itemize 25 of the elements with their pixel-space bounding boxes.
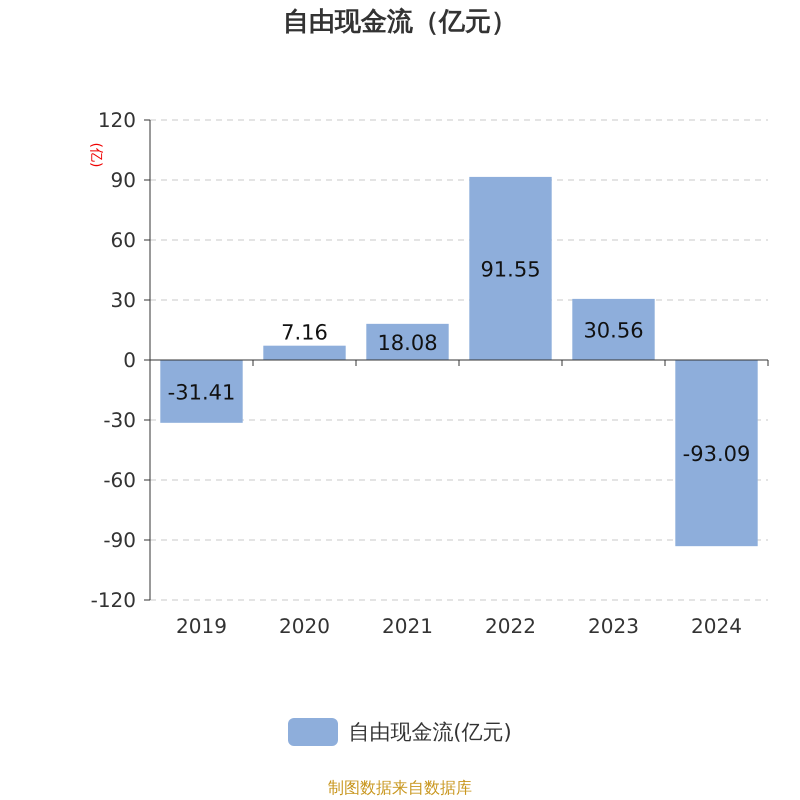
source-note: 制图数据来自数据库 <box>328 778 472 797</box>
axis-tick-label: 2022 <box>485 614 536 638</box>
axis-tick-label: 2019 <box>176 614 227 638</box>
axis-tick-label: 120 <box>98 108 136 132</box>
value-label: 30.56 <box>583 318 644 342</box>
axis-tick-label: 0 <box>123 348 136 372</box>
value-label: -93.09 <box>682 442 750 466</box>
value-label: 91.55 <box>480 257 541 282</box>
value-label: 7.16 <box>281 320 328 345</box>
axis-tick-label: -90 <box>103 528 136 552</box>
value-label: 18.08 <box>377 330 438 355</box>
axis-tick-label: 90 <box>110 168 136 192</box>
axis-tick-label: 2023 <box>588 614 639 638</box>
axis-tick-label: -120 <box>90 588 136 612</box>
axis-tick-label: 2024 <box>691 614 742 638</box>
axis-tick-label: 2020 <box>279 614 330 638</box>
axis-tick-label: -30 <box>103 408 136 432</box>
axis-tick-label: 2021 <box>382 614 433 638</box>
axis-tick-label: 60 <box>110 228 136 252</box>
axis-tick-label: -60 <box>103 468 136 492</box>
axis-title: (亿) <box>88 142 104 168</box>
legend-label: 自由现金流(亿元) <box>348 719 512 746</box>
chart-title: 自由现金流（亿元） <box>283 7 517 37</box>
value-label: -31.41 <box>168 380 236 404</box>
axis-tick-label: 30 <box>110 288 136 312</box>
